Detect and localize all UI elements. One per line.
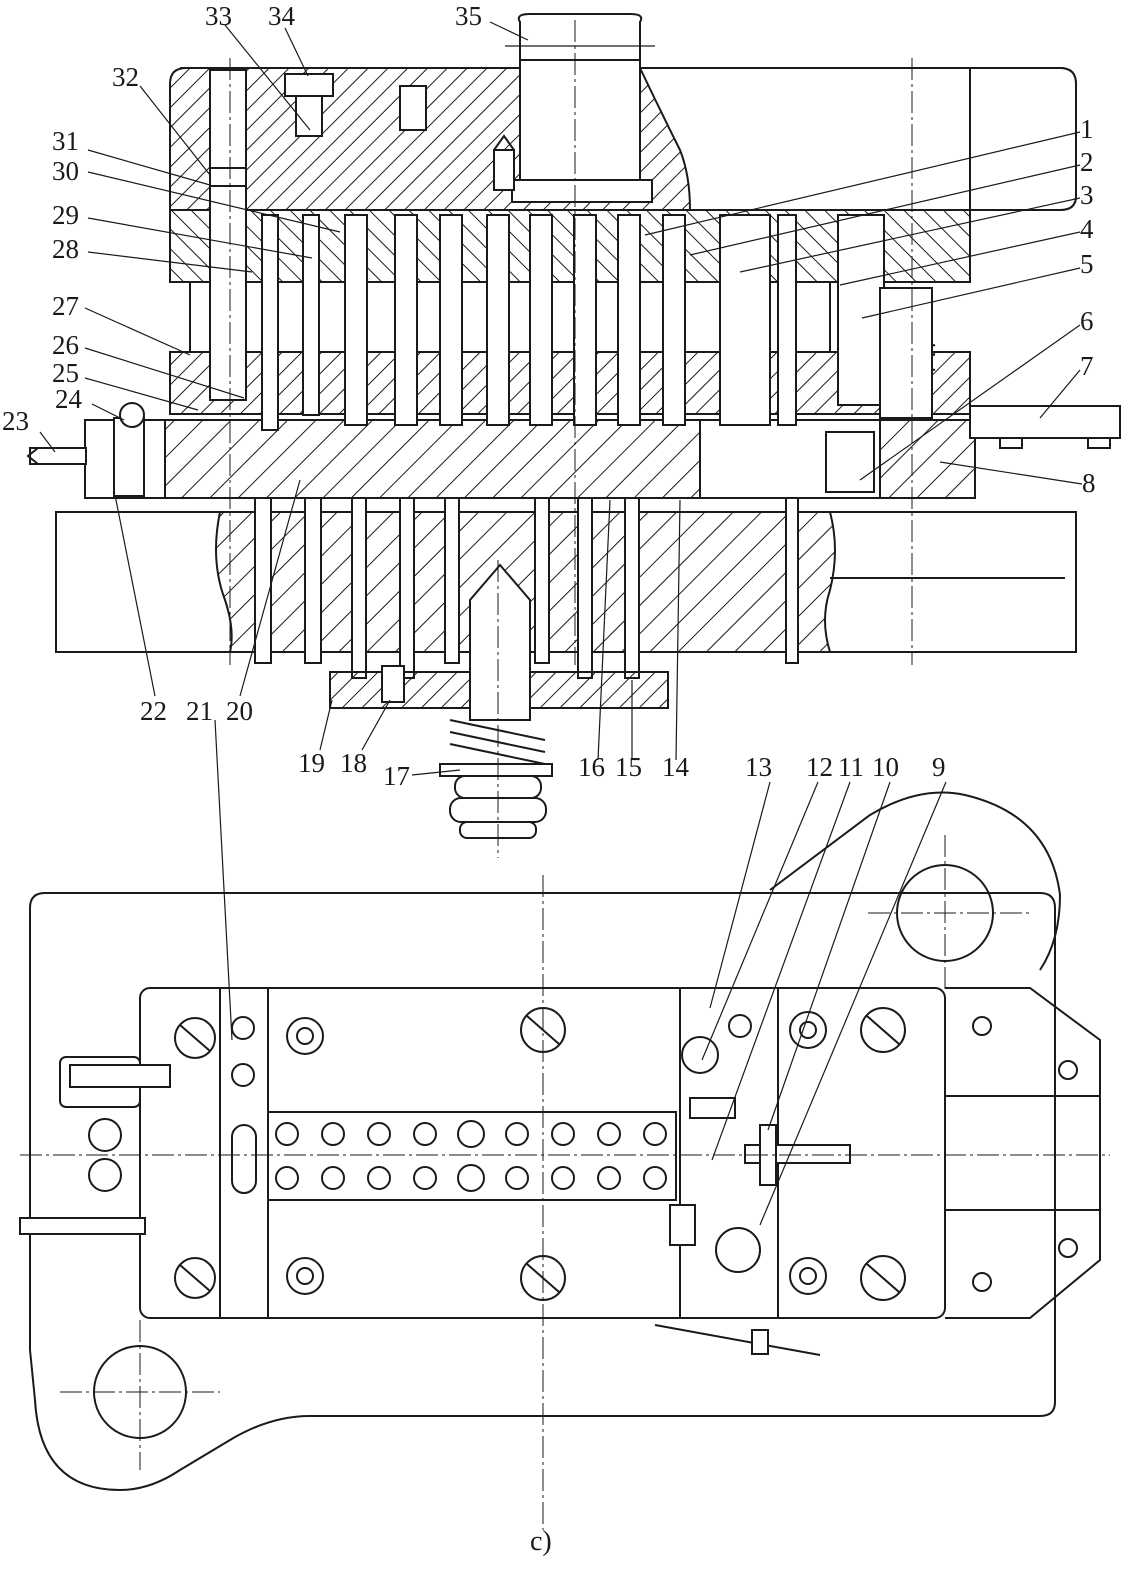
label-13: 13: [745, 752, 772, 782]
label-5: 5: [1080, 249, 1094, 279]
label-22: 22: [140, 696, 167, 726]
label-27: 27: [52, 291, 79, 321]
label-3: 3: [1080, 180, 1094, 210]
part-labels: 1 2 3 4 5 6 7 8 9 10 11 12 13 14 15 16 1…: [2, 1, 1096, 791]
plan-screws: [88, 1007, 1078, 1301]
label-15: 15: [615, 752, 642, 782]
label-33: 33: [205, 1, 232, 31]
label-29: 29: [52, 200, 79, 230]
label-12: 12: [806, 752, 833, 782]
ejector-rods: [254, 497, 799, 679]
label-14: 14: [662, 752, 690, 782]
ejector-assembly: [329, 560, 669, 858]
label-31: 31: [52, 126, 79, 156]
pierce-punches: [261, 214, 885, 431]
label-18: 18: [340, 748, 367, 778]
label-19: 19: [298, 748, 325, 778]
die-shank: [505, 13, 655, 203]
figure-caption: c): [530, 1526, 552, 1557]
label-16: 16: [578, 752, 605, 782]
label-26: 26: [52, 330, 79, 360]
label-32: 32: [112, 62, 139, 92]
front-section-view: [26, 13, 1121, 858]
upper-screws: [284, 73, 515, 191]
pierce-holes: [275, 1120, 667, 1192]
label-24: 24: [55, 384, 83, 414]
label-34: 34: [268, 1, 296, 31]
spring-right: [879, 287, 936, 419]
label-28: 28: [52, 234, 79, 264]
label-8: 8: [1082, 468, 1096, 498]
label-10: 10: [872, 752, 899, 782]
guide-post-left: [26, 69, 247, 497]
label-9: 9: [932, 752, 946, 782]
label-20: 20: [226, 696, 253, 726]
label-25: 25: [52, 358, 79, 388]
label-30: 30: [52, 156, 79, 186]
label-11: 11: [838, 752, 864, 782]
lower-die-base: [55, 511, 1077, 653]
label-4: 4: [1080, 214, 1094, 244]
label-6: 6: [1080, 306, 1094, 336]
leader-lines: [39, 21, 1083, 1226]
label-17: 17: [383, 761, 410, 791]
plan-stops: [19, 1056, 851, 1356]
label-35: 35: [455, 1, 482, 31]
label-2: 2: [1080, 147, 1094, 177]
label-1: 1: [1080, 114, 1094, 144]
label-7: 7: [1080, 351, 1094, 381]
label-23: 23: [2, 406, 29, 436]
die-plate: [84, 405, 1121, 499]
plan-view: [19, 791, 1110, 1530]
label-21: 21: [186, 696, 213, 726]
